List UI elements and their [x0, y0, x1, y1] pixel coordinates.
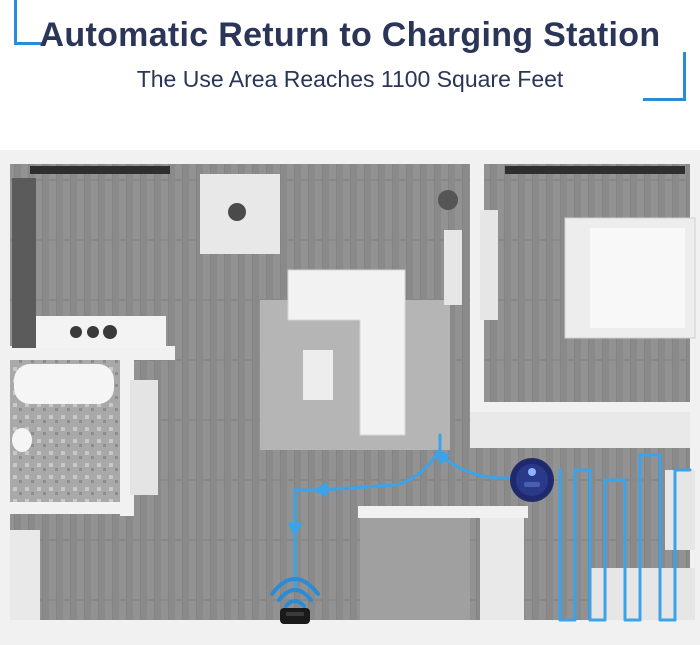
- window-bar: [505, 166, 685, 174]
- closet-center: [480, 518, 524, 620]
- bed-sheet: [590, 228, 685, 328]
- second-bed: [590, 568, 695, 620]
- charging-dock-icon: [280, 608, 310, 624]
- floor-plan-illustration: [0, 150, 700, 645]
- coffee-table: [303, 350, 333, 400]
- shelf-unit: [444, 230, 462, 305]
- robot-vacuum-icon: [510, 458, 554, 502]
- bathtub: [14, 364, 114, 404]
- banner-subtitle: The Use Area Reaches 1100 Square Feet: [136, 66, 564, 92]
- wifi-signal-icon: [270, 577, 320, 608]
- toilet: [12, 428, 32, 452]
- plant-icon: [228, 203, 246, 221]
- kitchen-counter: [12, 178, 36, 348]
- banner-title: Automatic Return to Charging Station: [39, 16, 661, 54]
- window-bar: [30, 166, 170, 174]
- corner-bracket-top-left: [14, 0, 43, 45]
- closet-left: [10, 530, 40, 620]
- return-path: [287, 433, 692, 622]
- living-rug: [260, 300, 450, 450]
- hallway-closet: [360, 518, 470, 620]
- sectional-sofa: [287, 269, 406, 436]
- kitchen-stove: [36, 316, 166, 348]
- bath-counter: [130, 380, 158, 495]
- desk: [665, 470, 695, 550]
- stove-burners: [70, 325, 117, 339]
- corner-bracket-bottom-right: [643, 52, 686, 101]
- walls: [0, 150, 700, 645]
- tv-console: [480, 210, 498, 320]
- closet-top: [470, 412, 690, 448]
- plant-icon: [438, 190, 458, 210]
